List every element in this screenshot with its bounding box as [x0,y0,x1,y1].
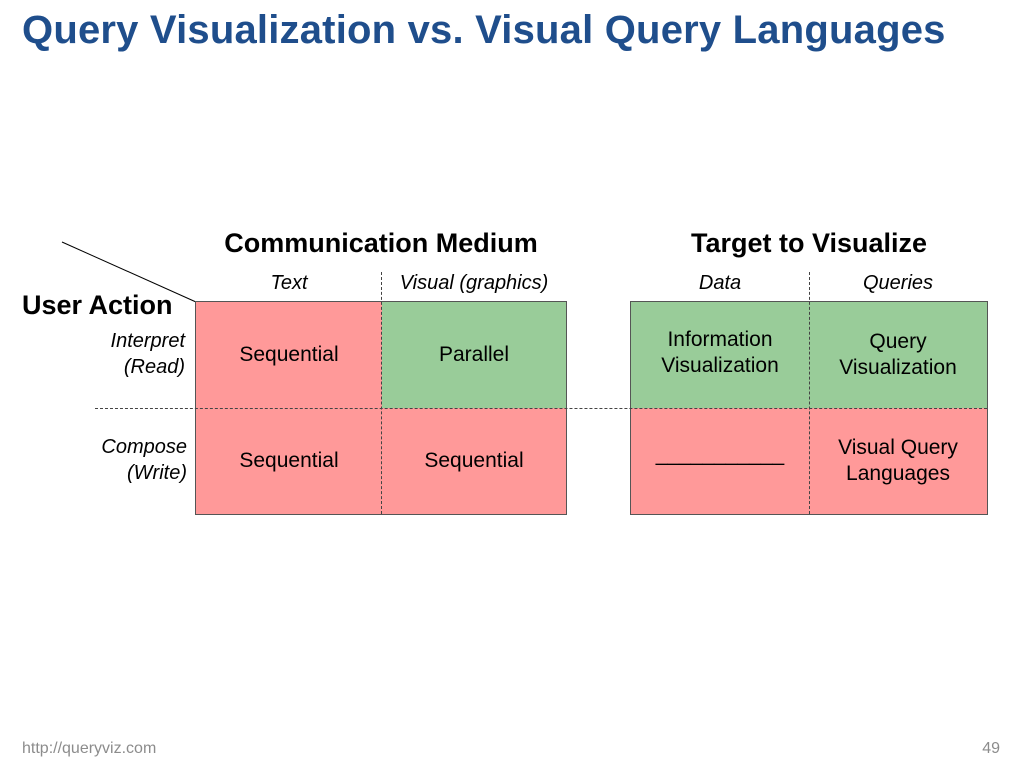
cell-interpret-text: Sequential [196,302,382,408]
footer-url: http://queryviz.com [22,740,157,757]
column-heading-visual: Visual (graphics) [399,272,549,294]
vertical-dashed-divider-left [381,272,382,514]
cell-compose-visual: Sequential [382,408,566,514]
vertical-dashed-divider-right [809,272,810,514]
communication-medium-heading: Communication Medium [224,228,538,258]
cell-interpret-data: Information Visualization [631,302,809,408]
cell-compose-queries: Visual Query Languages [809,408,987,514]
cell-interpret-visual: Parallel [382,302,566,408]
column-heading-text: Text [270,272,308,294]
cell-interpret-queries: Query Visualization [809,302,987,408]
cell-compose-data-blank: ___________ [631,408,809,514]
row-heading-interpret: Interpret (Read) [110,330,185,378]
row-heading-compose: Compose (Write) [101,436,187,484]
target-to-visualize-heading: Target to Visualize [690,228,928,258]
page-number: 49 [982,740,1000,757]
horizontal-dashed-divider [95,408,987,409]
column-heading-queries: Queries [862,272,934,294]
cell-compose-text: Sequential [196,408,382,514]
user-action-label: User Action [22,290,173,320]
slide-title: Query Visualization vs. Visual Query Lan… [22,8,946,52]
column-heading-data: Data [698,272,742,294]
